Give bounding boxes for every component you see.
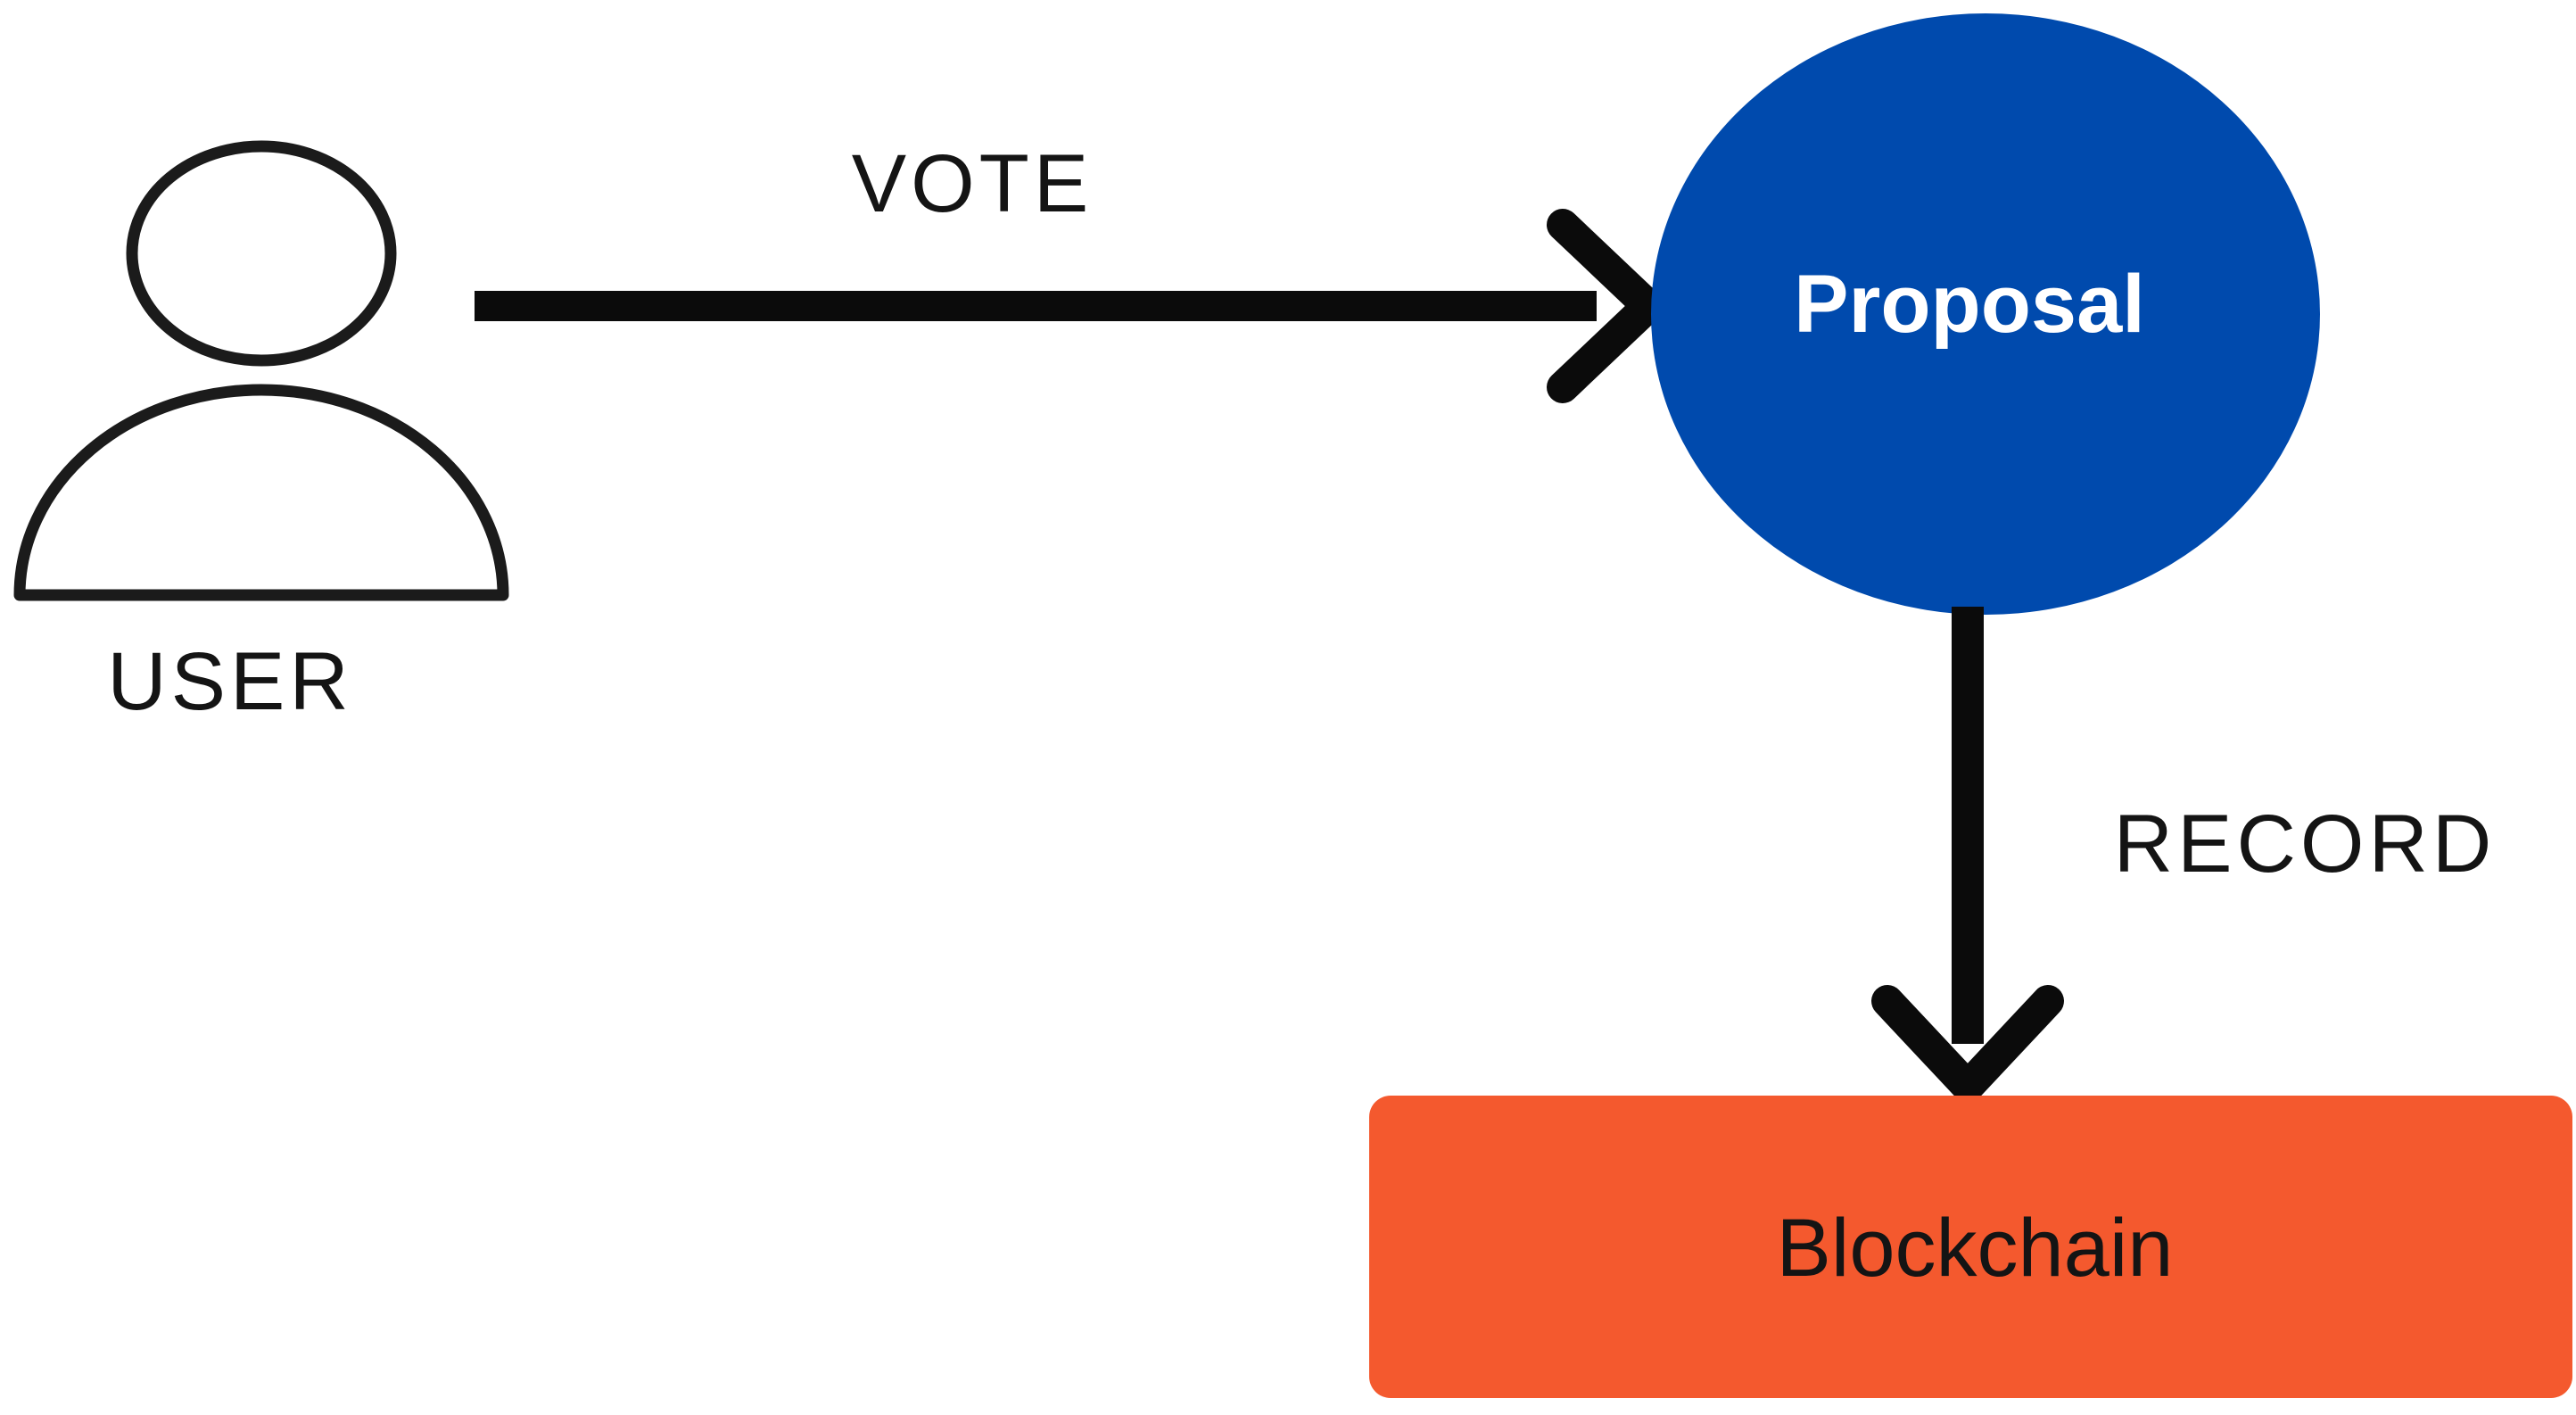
blockchain-node (1369, 1096, 2572, 1398)
blockchain-node-label: Blockchain (1777, 1203, 2174, 1294)
vote-arrow-icon (475, 209, 1664, 403)
user-head-icon (126, 140, 397, 367)
user-icon (13, 140, 509, 601)
user-label: USER (107, 636, 353, 727)
user-body-icon (13, 384, 509, 601)
record-arrow-icon (1871, 607, 2064, 1103)
vote-edge-label: VOTE (852, 138, 1093, 229)
record-arrow-head-icon (1871, 985, 2064, 1103)
record-edge-label: RECORD (2114, 799, 2497, 890)
proposal-node (1651, 13, 2320, 615)
vote-arrow-head-icon (1547, 209, 1664, 403)
proposal-node-label: Proposal (1794, 259, 2145, 350)
